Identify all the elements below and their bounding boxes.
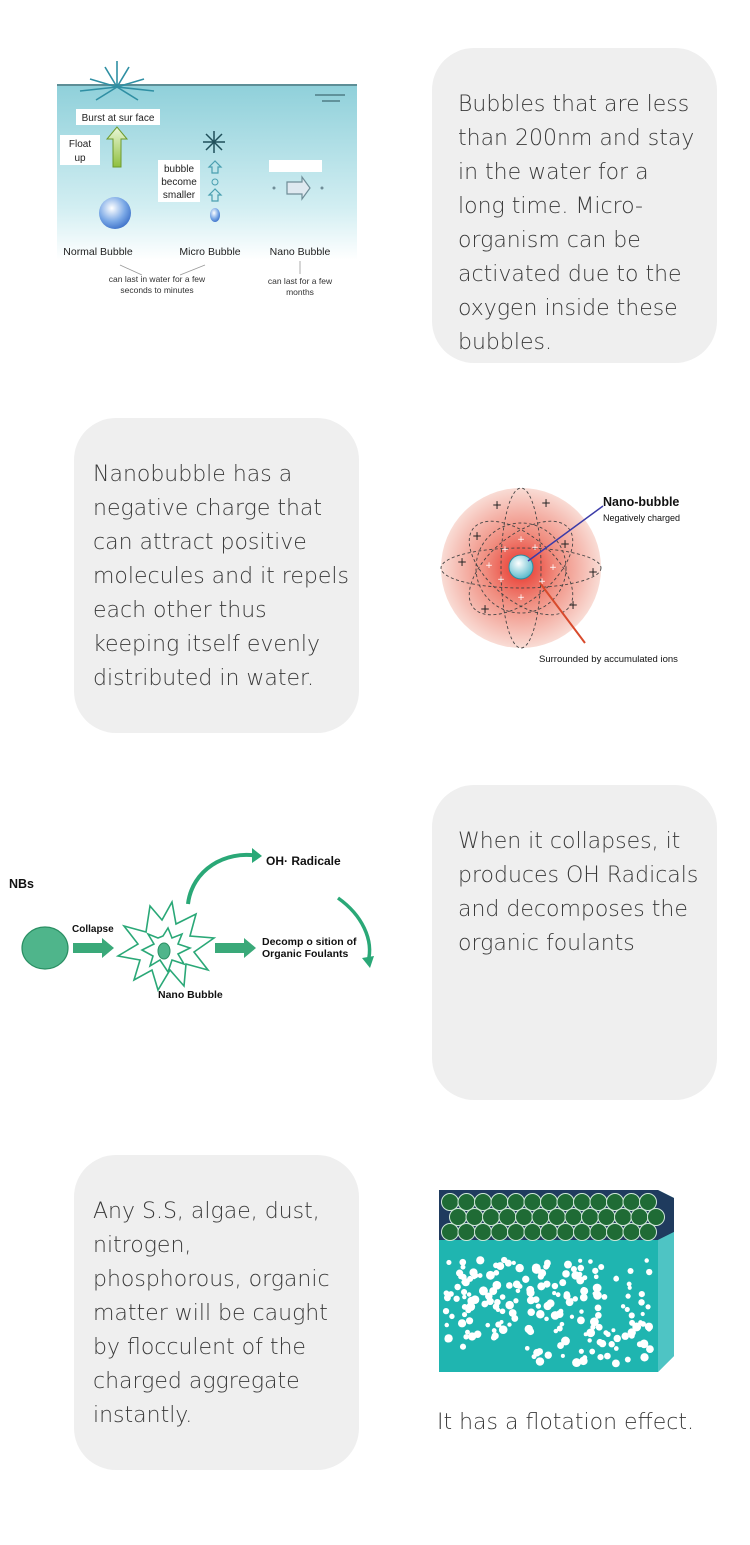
micro-bubble-label: Micro Bubble (179, 246, 240, 258)
oh-radicale-label: OH· Radicale (266, 854, 341, 868)
svg-text:can last in water for a few: can last in water for a few (109, 274, 206, 284)
svg-text:Float: Float (69, 139, 91, 150)
normal-bubble-label: Normal Bubble (63, 246, 133, 258)
nano-bubble-icon (508, 554, 534, 580)
burst-label: Burst at sur face (82, 113, 155, 124)
micro-bubble-icon (210, 208, 220, 222)
nano-bubble-title: Nano-bubble (603, 495, 679, 509)
nbs-bubble-icon (21, 926, 69, 970)
svg-text:seconds to minutes: seconds to minutes (120, 285, 193, 295)
svg-text:+: + (480, 602, 490, 616)
right-arrow-icon (286, 175, 311, 201)
burst-icon (79, 61, 155, 101)
svg-text:Organic Foulants: Organic Foulants (262, 948, 349, 960)
svg-text:+: + (457, 555, 467, 569)
bubble-size-card: Bubbles that are less than 200nm and sta… (432, 48, 717, 363)
svg-text:+: + (531, 543, 539, 553)
nano-charge-figure: ++ ++ ++ ++ ++ ++ ++ ++ Nano-bubble Nega… (435, 478, 700, 673)
svg-text:+: + (560, 537, 570, 551)
right-arrow-icon (73, 938, 114, 958)
nano-bubble-subtitle: Negatively charged (603, 513, 680, 523)
sparkle-icon (203, 131, 225, 153)
svg-text:months: months (286, 287, 314, 297)
nano-bubble-label: Nano Bubble (270, 246, 331, 258)
flotation-caption: It has a flotation effect. (437, 1410, 694, 1435)
collapse-figure: NBs Collapse OH· Radicale Decomp o sitio… (0, 840, 380, 1005)
svg-text:+: + (501, 545, 509, 555)
svg-text:become: become (161, 177, 197, 188)
ions-label: Surrounded by accumulated ions (539, 654, 678, 665)
svg-text:bubble: bubble (164, 164, 194, 175)
svg-text:+: + (568, 598, 578, 612)
collapse-text: When it collapses, it produces OH Radica… (458, 829, 699, 956)
curved-arrow-icon (362, 956, 374, 968)
svg-text:+: + (492, 498, 502, 512)
svg-text:+: + (549, 563, 557, 573)
curved-arrow-icon (252, 848, 262, 863)
charge-text: Nanobubble has a negative charge that ca… (93, 462, 349, 691)
svg-text:+: + (538, 577, 546, 587)
collapse-card: When it collapses, it produces OH Radica… (432, 785, 717, 1100)
flocculent-text: Any S.S, algae, dust, nitrogen, phosphor… (93, 1199, 330, 1428)
nbs-label: NBs (9, 877, 34, 891)
up-arrow-icon (207, 160, 223, 202)
right-arrow-icon (215, 938, 256, 958)
suspended-particles-icon (442, 1256, 654, 1368)
micro-bubble-icon (211, 178, 219, 186)
bubble-size-figure: Burst at sur face Float up bubble become… (50, 55, 365, 300)
svg-text:+: + (541, 496, 551, 510)
charge-card: Nanobubble has a negative charge that ca… (74, 418, 359, 733)
bubble-size-text: Bubbles that are less than 200nm and sta… (458, 92, 695, 355)
svg-text:+: + (588, 565, 598, 579)
svg-text:Decomp o sition of: Decomp o sition of (262, 936, 357, 948)
svg-text:+: + (497, 575, 505, 585)
svg-text:smaller: smaller (163, 190, 196, 201)
svg-text:+: + (472, 529, 482, 543)
flotation-figure (436, 1190, 676, 1375)
svg-text:+: + (517, 593, 525, 603)
floating-scum-icon (441, 1193, 665, 1241)
nano-bubble-label: Nano Bubble (158, 989, 223, 1001)
svg-text:up: up (74, 153, 86, 164)
svg-text:can last for a few: can last for a few (268, 276, 333, 286)
float-up-arrow-icon (105, 126, 129, 168)
svg-text:+: + (517, 535, 525, 545)
svg-text:+: + (485, 561, 493, 571)
collapse-label: Collapse (72, 924, 114, 935)
normal-bubble-icon (99, 197, 131, 229)
flocculent-card: Any S.S, algae, dust, nitrogen, phosphor… (74, 1155, 359, 1470)
